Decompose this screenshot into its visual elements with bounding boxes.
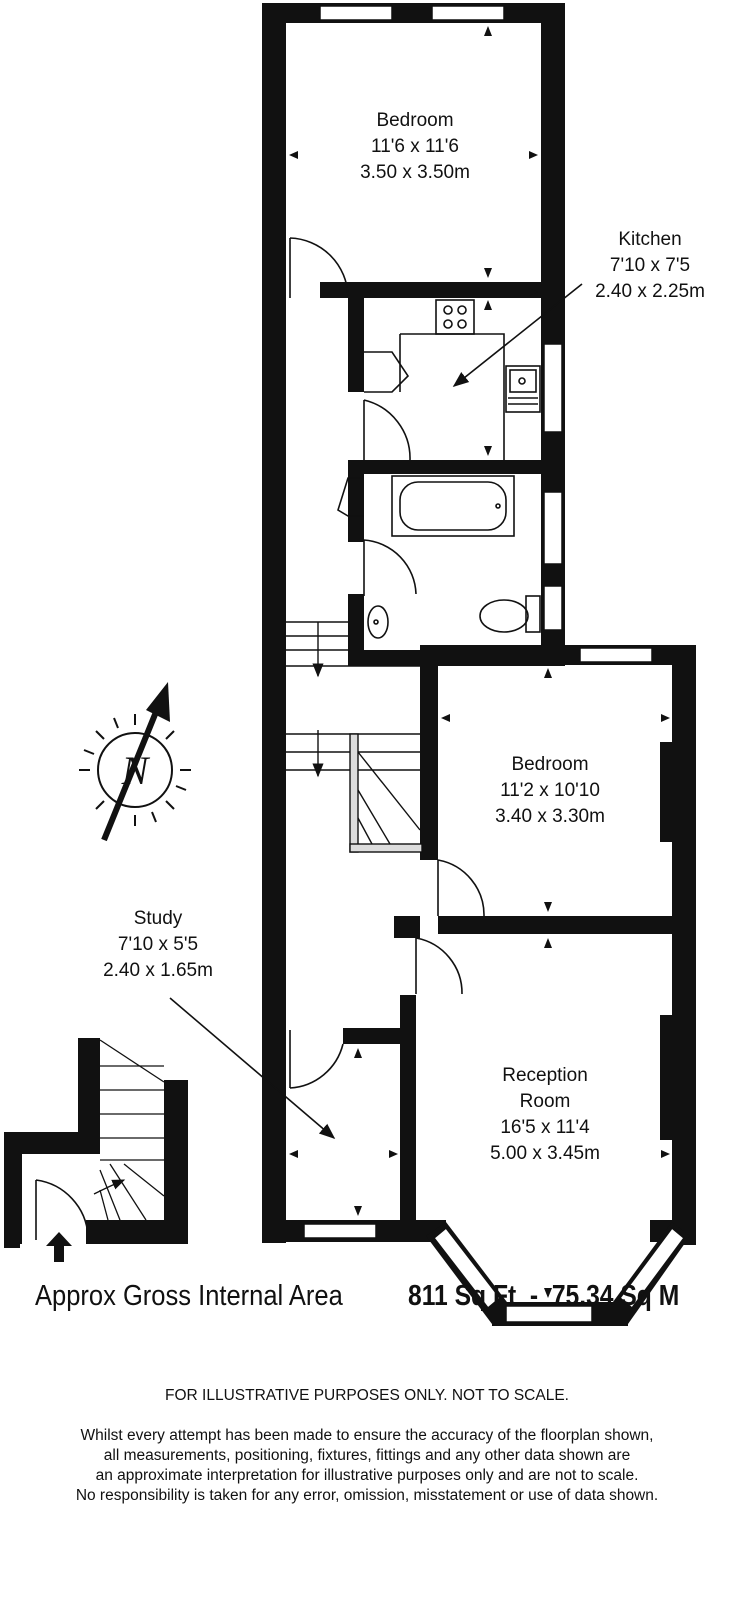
room-name: Study — [133, 908, 183, 929]
room-label-bedroom-lower: Bedroom 11'2 x 10'10 3.40 x 3.30m — [465, 752, 635, 830]
dimension-markers — [289, 26, 670, 1298]
entrance-annex — [4, 1038, 188, 1262]
kitchen-leader-arrow — [452, 283, 583, 387]
room-name: Bedroom — [511, 754, 589, 775]
room-dims-imperial: 16'5 x 11'4 — [500, 1117, 590, 1138]
room-name-line1: Reception — [502, 1065, 588, 1086]
room-dims-imperial: 11'6 x 11'6 — [371, 136, 459, 157]
room-name: Bedroom — [376, 110, 454, 131]
room-dims-metric: 2.40 x 1.65m — [103, 960, 213, 981]
area-value: 811 Sq Ft - 75.34 Sq M — [408, 1280, 680, 1312]
room-name-line2: Room — [519, 1091, 571, 1112]
room-dims-metric: 3.50 x 3.50m — [360, 162, 470, 183]
stairs — [286, 621, 423, 853]
room-label-study: Study 7'10 x 5'5 2.40 x 1.65m — [78, 906, 238, 984]
gross-internal-area: Approx Gross Internal Area 811 Sq Ft - 7… — [0, 1280, 734, 1324]
compass-letter: N — [121, 748, 151, 793]
room-name: Kitchen — [618, 229, 682, 250]
study-leader-arrow — [169, 997, 336, 1140]
room-dims-imperial: 7'10 x 7'5 — [609, 255, 691, 276]
entrance-arrow-icon — [46, 1232, 72, 1262]
disclaimer-title: FOR ILLUSTRATIVE PURPOSES ONLY. NOT TO S… — [165, 1387, 569, 1404]
compass — [79, 682, 191, 842]
windows — [303, 5, 686, 1323]
room-dims-metric: 5.00 x 3.45m — [490, 1143, 600, 1164]
room-dims-metric: 3.40 x 3.30m — [495, 806, 605, 827]
room-label-kitchen: Kitchen 7'10 x 7'5 2.40 x 2.25m — [570, 227, 730, 305]
disclaimer-line: Whilst every attempt has been made to en… — [80, 1427, 654, 1444]
disclaimer-body: Whilst every attempt has been made to en… — [20, 1426, 714, 1506]
disclaimer-line: all measurements, positioning, fixtures,… — [103, 1447, 631, 1464]
room-label-reception: Reception Room 16'5 x 11'4 5.00 x 3.45m — [460, 1063, 630, 1167]
room-label-bedroom-upper: Bedroom 11'6 x 11'6 3.50 x 3.50m — [330, 108, 500, 186]
room-dims-imperial: 7'10 x 5'5 — [117, 934, 199, 955]
area-label: Approx Gross Internal Area — [35, 1280, 343, 1312]
disclaimer-line: an approximate interpretation for illust… — [95, 1467, 639, 1484]
disclaimer-line: No responsibility is taken for any error… — [75, 1487, 659, 1504]
fixtures — [337, 299, 541, 639]
room-dims-imperial: 11'2 x 10'10 — [500, 780, 600, 801]
room-dims-metric: 2.40 x 2.25m — [595, 281, 705, 302]
